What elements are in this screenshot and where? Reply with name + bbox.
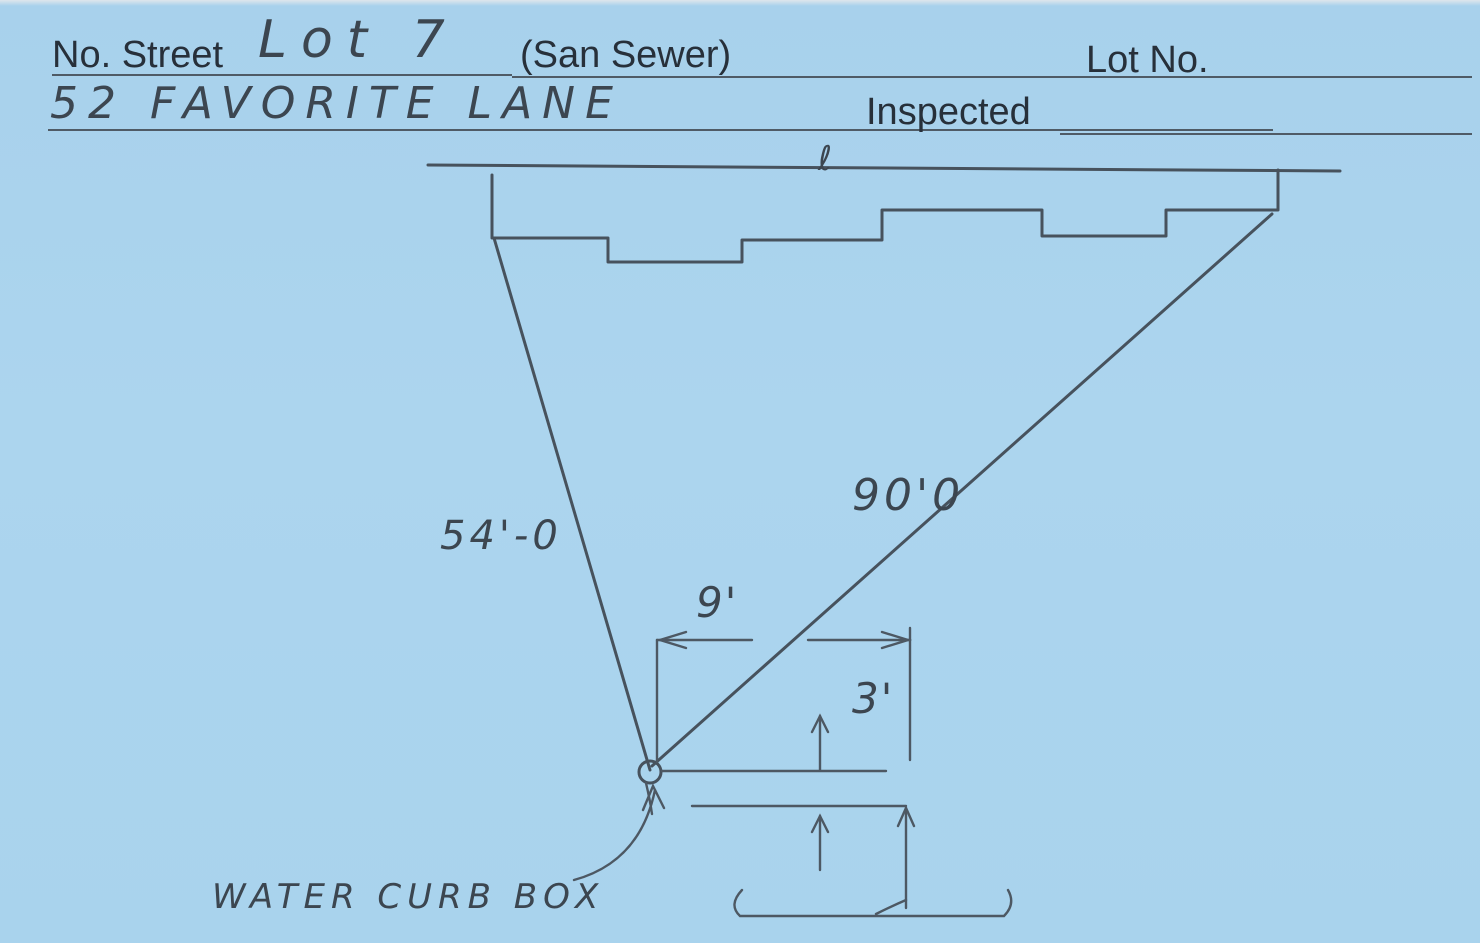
service-label: (San Sewer) xyxy=(520,34,732,76)
measure-line-90 xyxy=(650,212,1274,768)
dimension-9: 9' xyxy=(696,578,739,627)
curb-box-symbol xyxy=(637,759,663,785)
inspected-label: Inspected xyxy=(866,91,1031,133)
ground-connector xyxy=(874,898,908,916)
callout-arrow-head xyxy=(641,783,666,812)
measure-line-54 xyxy=(492,236,652,772)
street-underline xyxy=(52,74,512,76)
header-top-rule xyxy=(512,76,1472,78)
address-underline xyxy=(48,129,1273,131)
rise-arrow-head xyxy=(810,813,830,834)
offset-arrow-head-right xyxy=(880,630,913,650)
ground-line xyxy=(733,888,1013,918)
street-label: No. Street xyxy=(52,34,224,76)
address-value: 52 Favorite Lane xyxy=(50,78,623,129)
house-outline xyxy=(490,168,1280,264)
street-value: Lot 7 xyxy=(258,10,459,70)
offset-arrow-head-left xyxy=(655,630,688,650)
riser-arrow-head xyxy=(896,805,916,828)
centerline-mark: ℓ xyxy=(818,139,835,179)
depth-arrow-head xyxy=(810,713,830,734)
dimension-90: 90'0 xyxy=(852,470,965,521)
dimension-54: 54'-0 xyxy=(440,513,562,559)
street-line xyxy=(426,163,1342,173)
curb-box-tail xyxy=(644,781,654,816)
inspected-underline xyxy=(1060,133,1472,135)
lot-number-label: Lot No. xyxy=(1086,39,1209,81)
dimension-3: 3' xyxy=(852,674,895,723)
callout-leader xyxy=(572,788,657,882)
water-curb-box-callout: WATER CURB BOX xyxy=(212,877,605,917)
